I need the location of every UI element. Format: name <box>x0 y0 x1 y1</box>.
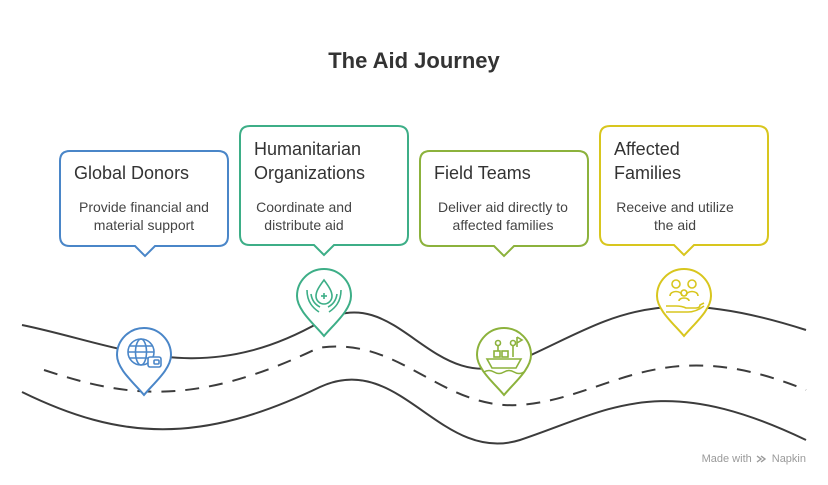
branding-name: Napkin <box>771 453 806 465</box>
location-pin-affected-families <box>655 268 713 338</box>
stage-description: Provide financial and <box>79 199 209 215</box>
napkin-logo-icon <box>756 455 766 463</box>
family-hand-icon <box>666 279 705 313</box>
stage-card-field-teams: Field Teams Deliver aid directly to affe… <box>419 150 589 258</box>
stage-title: Families <box>614 163 681 183</box>
stage-description: Deliver aid directly to <box>438 199 568 215</box>
card-outline <box>419 150 589 258</box>
stage-description: Coordinate and <box>256 199 352 215</box>
location-pin-field-teams <box>475 327 533 397</box>
stage-card-humanitarian-organizations: Humanitarian Organizations Coordinate an… <box>239 125 409 257</box>
page-title: The Aid Journey <box>328 48 500 73</box>
hands-aid-drop-icon <box>306 278 342 313</box>
stage-description: affected families <box>453 217 554 233</box>
pin-shape <box>655 268 713 338</box>
card-outline <box>59 150 229 258</box>
stage-title: Organizations <box>254 163 365 183</box>
boat-delivery-icon <box>483 336 525 375</box>
card-outline <box>239 125 409 257</box>
stage-card-global-donors: Global Donors Provide financial and mate… <box>59 150 229 258</box>
stage-title: Humanitarian <box>254 139 361 159</box>
branding-prefix: Made with <box>701 453 752 465</box>
globe-wallet-icon <box>127 338 162 368</box>
road-edge-bottom <box>21 378 807 445</box>
stage-description: distribute aid <box>264 217 343 233</box>
pin-shape <box>475 327 533 397</box>
road-center-line <box>43 345 807 407</box>
branding: Made with Napkin <box>702 453 806 465</box>
stage-title: Global Donors <box>74 163 189 183</box>
stage-description: material support <box>94 217 194 233</box>
card-outline <box>599 125 769 257</box>
location-pin-humanitarian-organizations <box>295 268 353 338</box>
pin-shape <box>295 268 353 338</box>
location-pin-global-donors <box>115 327 173 397</box>
stage-card-affected-families: Affected Families Receive and utilize th… <box>599 125 769 257</box>
stage-description: the aid <box>654 217 696 233</box>
stage-description: Receive and utilize <box>616 199 734 215</box>
stage-title: Field Teams <box>434 163 531 183</box>
stage-title: Affected <box>614 139 680 159</box>
